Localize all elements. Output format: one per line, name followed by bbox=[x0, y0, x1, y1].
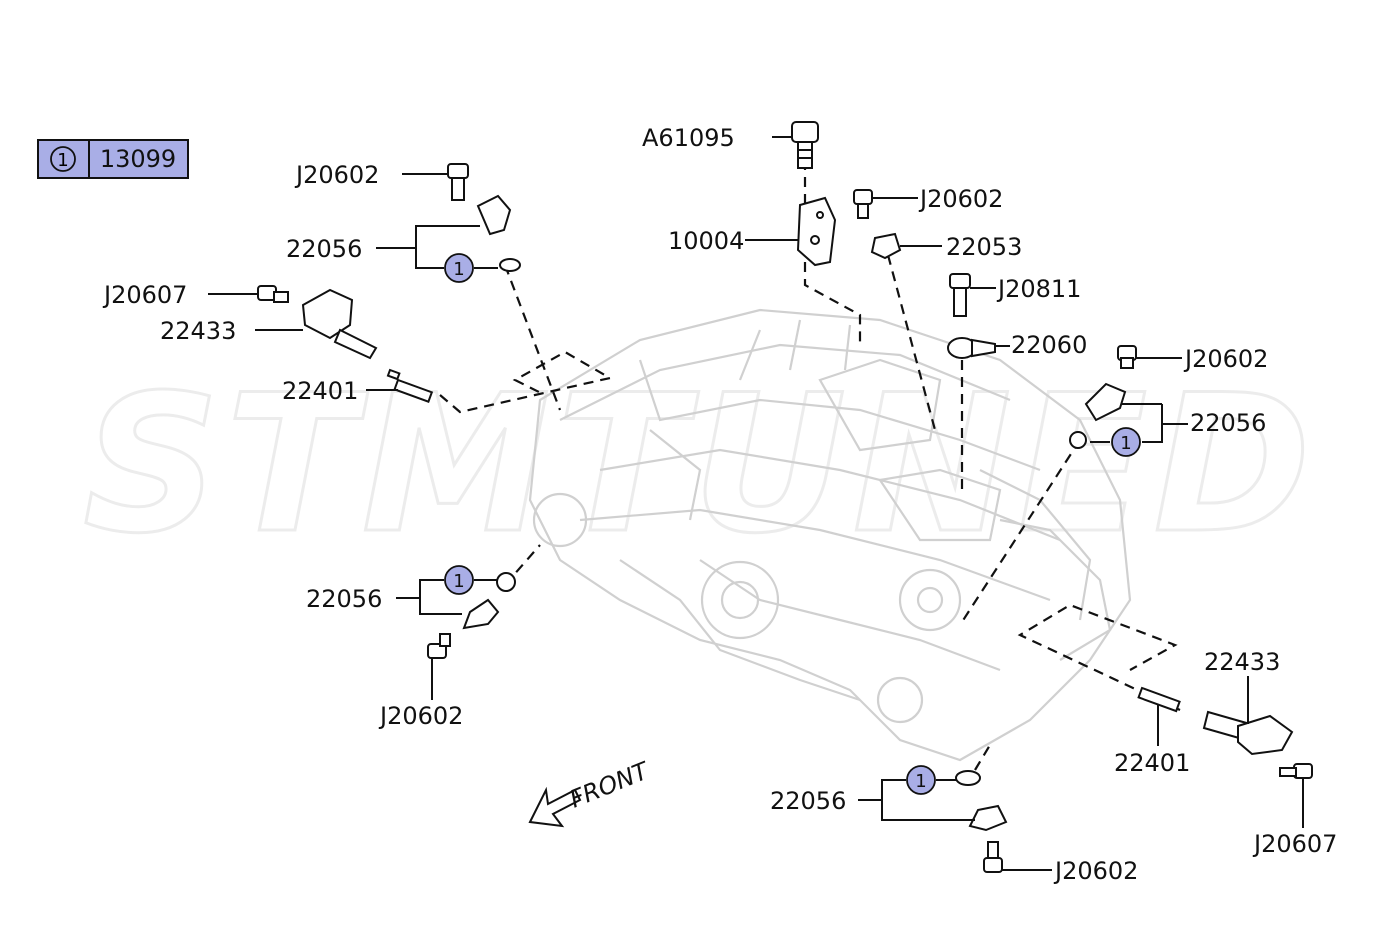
engine-block-outline bbox=[528, 308, 1132, 762]
ignition-coil-22433-right-icon bbox=[1202, 710, 1294, 756]
label-22056-top-left: 22056 bbox=[286, 235, 362, 263]
spark-plug-22401-left-icon bbox=[386, 368, 434, 403]
front-arrow-icon bbox=[528, 786, 582, 828]
label-22433-right: 22433 bbox=[1204, 648, 1280, 676]
bolt-j20602-bottom-left-icon bbox=[427, 633, 451, 659]
label-j20602-top-left: J20602 bbox=[294, 161, 379, 189]
sensor-22056-top-left-icon bbox=[476, 194, 521, 272]
legend-box: 1 13099 bbox=[37, 139, 189, 179]
label-22056-right: 22056 bbox=[1190, 409, 1266, 437]
callout-right: 1 bbox=[1111, 427, 1141, 457]
sensor-22060-icon bbox=[947, 337, 996, 359]
bolt-j20811-icon bbox=[949, 273, 971, 317]
bolt-j20602-top-left-icon bbox=[447, 163, 469, 201]
bolt-j20602-right-icon bbox=[1117, 345, 1137, 369]
sensor-22056-bottom-icon bbox=[955, 770, 1008, 832]
label-j20602-bottom-left: J20602 bbox=[378, 702, 463, 730]
leader-lines bbox=[208, 136, 1304, 871]
svg-text:1: 1 bbox=[453, 571, 464, 592]
spark-plug-22401-right-icon bbox=[1137, 686, 1181, 713]
label-22401-right: 22401 bbox=[1114, 749, 1190, 777]
label-22056-bottom-left: 22056 bbox=[306, 585, 382, 613]
label-a61095: A61095 bbox=[642, 124, 735, 152]
bolt-j20602-bottom-icon bbox=[983, 841, 1003, 873]
sensor-22053-icon bbox=[870, 232, 902, 260]
svg-text:1: 1 bbox=[453, 259, 464, 280]
label-j20811: J20811 bbox=[996, 275, 1081, 303]
label-j20602-bottom: J20602 bbox=[1053, 857, 1138, 885]
bracket-10004-icon bbox=[796, 196, 837, 267]
watermark: STMTUNED bbox=[83, 354, 1317, 575]
legend-symbol: 1 bbox=[57, 150, 68, 171]
ignition-coil-22433-left-icon bbox=[301, 288, 378, 360]
label-22053: 22053 bbox=[946, 233, 1022, 261]
part-labels: A61095 10004 J20602 22053 J20811 22060 J… bbox=[102, 124, 1337, 885]
bolt-j20607-left-icon bbox=[257, 285, 289, 303]
label-10004: 10004 bbox=[668, 227, 744, 255]
label-j20602-right: J20602 bbox=[1183, 345, 1268, 373]
label-j20607-left: J20607 bbox=[102, 281, 187, 309]
sensor-22056-bottom-left-icon bbox=[462, 572, 516, 630]
label-22060: 22060 bbox=[1011, 331, 1087, 359]
label-j20602-top-mid: J20602 bbox=[918, 185, 1003, 213]
callout-top-left: 1 bbox=[444, 253, 474, 283]
label-j20607-right: J20607 bbox=[1252, 830, 1337, 858]
sensor-22056-right-icon bbox=[1069, 382, 1127, 449]
label-22433-left: 22433 bbox=[160, 317, 236, 345]
svg-text:1: 1 bbox=[1120, 433, 1131, 454]
label-22401-left: 22401 bbox=[282, 377, 358, 405]
bolt-a61095-icon bbox=[791, 121, 819, 169]
callout-bottom-left: 1 bbox=[444, 565, 474, 595]
bolt-j20602-top-mid-icon bbox=[853, 189, 873, 219]
callout-bottom: 1 bbox=[906, 765, 936, 795]
bolt-j20607-right-icon bbox=[1279, 763, 1313, 779]
legend-part-number: 13099 bbox=[100, 145, 176, 173]
svg-text:1: 1 bbox=[915, 771, 926, 792]
front-label: FRONT bbox=[566, 756, 655, 814]
front-direction-indicator: FRONT bbox=[528, 756, 655, 828]
label-22056-bottom: 22056 bbox=[770, 787, 846, 815]
